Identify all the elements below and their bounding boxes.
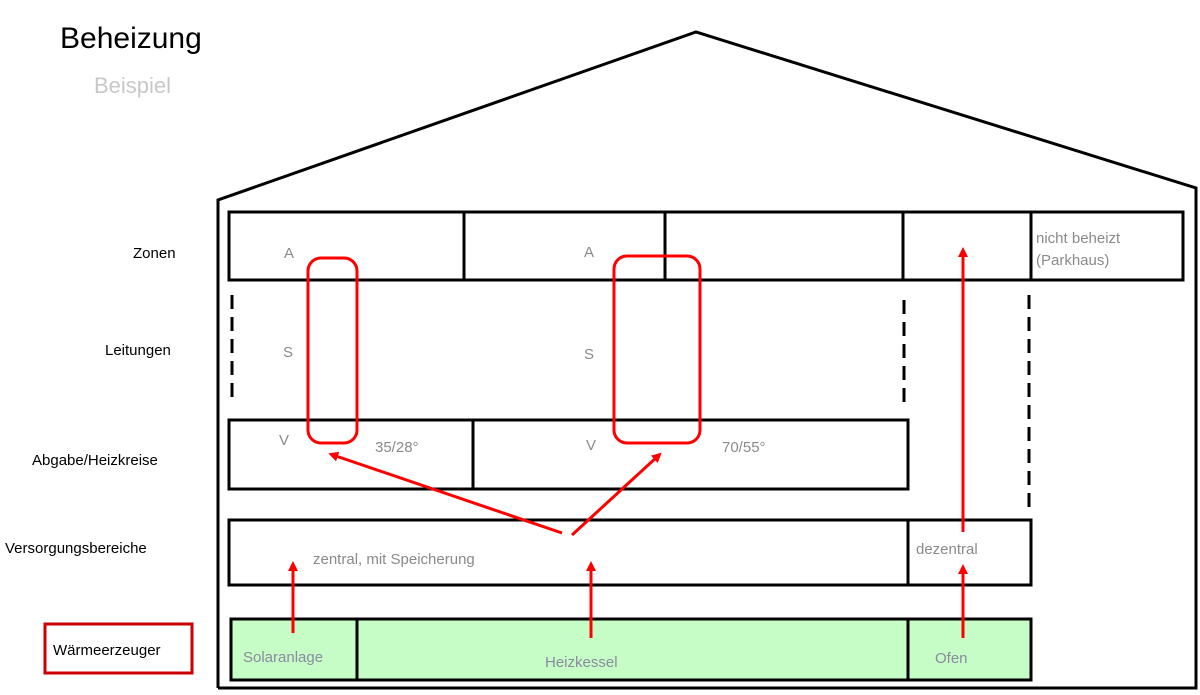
generators-row bbox=[229, 617, 1033, 682]
supply-row bbox=[227, 518, 1033, 587]
row-label-zonen: Zonen bbox=[133, 245, 176, 262]
zone-unheated: nicht beheizt bbox=[1036, 230, 1121, 247]
zone-a2: A bbox=[584, 244, 594, 261]
house-outline bbox=[216, 30, 1198, 690]
title: Beheizung bbox=[60, 22, 202, 55]
circuit-v2: V bbox=[586, 437, 596, 454]
loop-1 bbox=[306, 256, 359, 445]
generator-solar: Solaranlage bbox=[243, 649, 323, 666]
row-label-leitungen: Leitungen bbox=[105, 342, 171, 359]
circuit-v1: V bbox=[279, 432, 289, 449]
circuits-row bbox=[227, 418, 910, 491]
loop-2 bbox=[612, 254, 702, 445]
flow-arrows bbox=[288, 247, 968, 638]
zone-unheated-note: (Parkhaus) bbox=[1036, 252, 1109, 269]
pipe-s2: S bbox=[584, 346, 594, 363]
pipe-s1: S bbox=[283, 344, 293, 361]
supply-central: zentral, mit Speicherung bbox=[313, 551, 475, 568]
row-label-erzeuger: Wärmeerzeuger bbox=[53, 642, 161, 659]
pipe-boundaries bbox=[230, 295, 1031, 512]
circuit-temp2: 70/55° bbox=[722, 439, 766, 456]
row-label-versorgung: Versorgungsbereiche bbox=[5, 540, 147, 557]
subtitle: Beispiel bbox=[94, 73, 171, 98]
zones-row bbox=[227, 210, 1185, 282]
generator-boiler: Heizkessel bbox=[545, 654, 618, 671]
supply-decentral: dezentral bbox=[916, 541, 978, 558]
row-label-abgabe: Abgabe/Heizkreise bbox=[32, 452, 158, 469]
erzeuger-highlight-box bbox=[43, 622, 194, 675]
generator-stove: Ofen bbox=[935, 650, 968, 667]
zone-a1: A bbox=[284, 245, 294, 262]
circuit-temp1: 35/28° bbox=[375, 439, 419, 456]
